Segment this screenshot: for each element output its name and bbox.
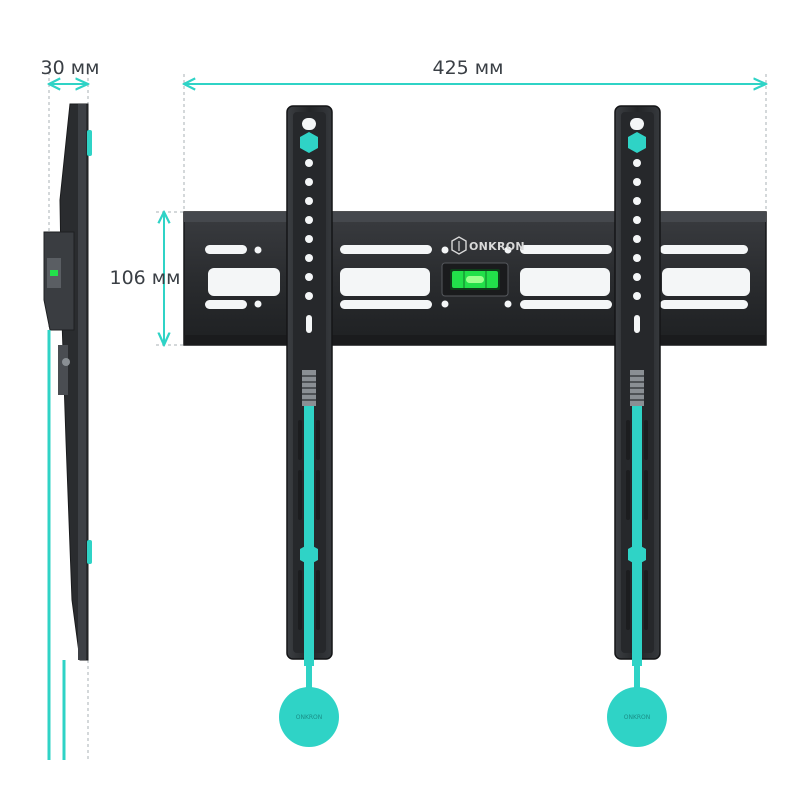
depth-label: 30 мм <box>41 57 100 79</box>
left-arm-strap <box>304 406 314 666</box>
left-arm-bottom-hex <box>300 544 318 565</box>
left-pull-tab <box>279 687 339 747</box>
right-pull-tab <box>607 687 667 747</box>
side-profile-view <box>43 103 92 760</box>
brand-name: ONKRON <box>469 240 525 253</box>
left-tab-label: ONKRON <box>296 714 323 721</box>
right-tab-label: ONKRON <box>624 714 651 721</box>
left-arm-spring <box>302 370 316 406</box>
right-arm-spring <box>630 370 644 406</box>
right-arm-top-hex <box>628 132 646 153</box>
right-arm-holes <box>630 118 644 333</box>
right-arm-strap <box>632 406 642 666</box>
brand-logo: ONKRON <box>451 236 525 255</box>
wall-plate-slots <box>205 245 750 309</box>
wall-plate: ONKRON <box>183 211 767 346</box>
left-arm-top-hex <box>300 132 318 153</box>
height-label: 106 мм <box>110 267 181 289</box>
left-arm-holes <box>302 118 316 333</box>
bubble-level <box>441 262 509 297</box>
width-label: 425 мм <box>433 57 504 79</box>
right-tv-arm: ONKRON <box>607 105 667 747</box>
width-dimension: 425 мм <box>184 57 766 340</box>
height-dimension: 106 мм <box>110 212 184 345</box>
left-tv-arm: ONKRON <box>279 105 339 747</box>
right-arm-bottom-hex <box>628 544 646 565</box>
